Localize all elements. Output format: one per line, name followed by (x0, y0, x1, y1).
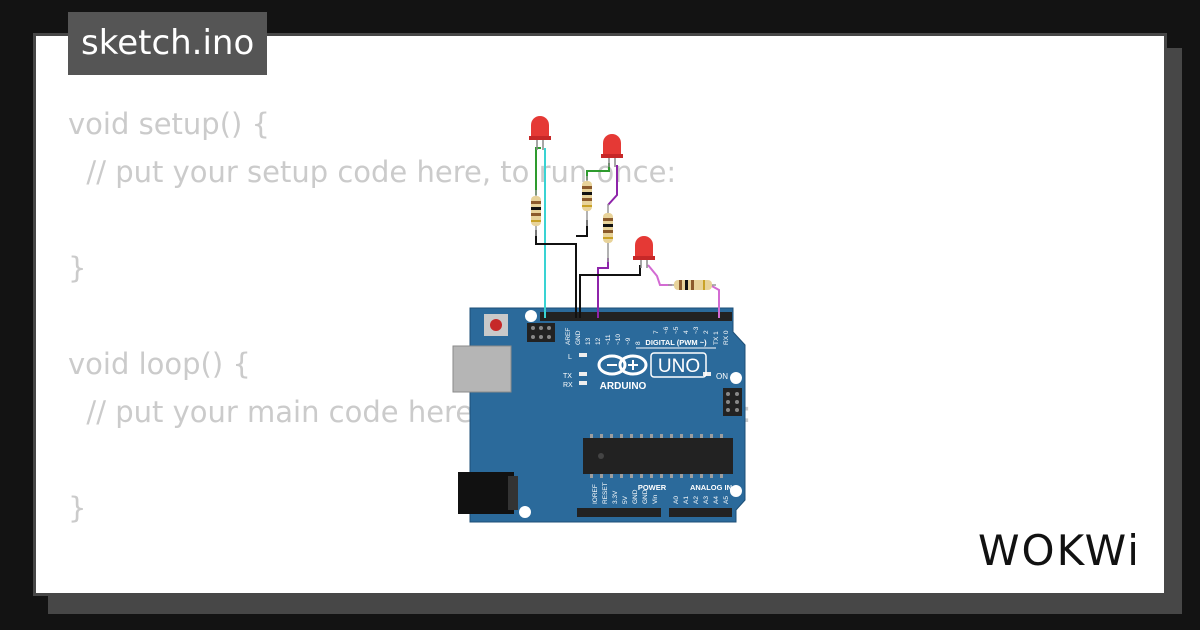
header-top-labels: AREF GND 13 12 ~11 ~10 ~9 8 7 ~6 ~5 4 ~3… (565, 326, 730, 345)
digital-label: DIGITAL (PWM ~) (645, 338, 707, 347)
pin-label: A1 (683, 496, 690, 504)
code-line: void setup() { (68, 107, 270, 141)
pin-label: IOREF (592, 484, 599, 504)
pin-label: TX 1 (713, 331, 720, 345)
uno-label: UNO (658, 356, 700, 377)
pin-label: 5V (622, 495, 629, 504)
wire-purple-high[interactable] (607, 165, 618, 206)
pin-label: A5 (723, 496, 730, 504)
resistor-2[interactable] (582, 176, 592, 226)
file-tab[interactable]: sketch.ino (68, 12, 268, 75)
circuit-diagram[interactable]: UNO ARDUINO DIGITAL (PWM ~) POWER ANALOG… (440, 105, 780, 535)
pin-label: A3 (703, 496, 710, 504)
pin-label: Vin (652, 494, 659, 504)
wokwi-logo-text: WOKWi (978, 526, 1141, 575)
pin-label: A0 (673, 496, 680, 504)
pin-label: A2 (693, 496, 700, 504)
wire-purple-low[interactable] (597, 258, 609, 318)
code-line: // put your setup code here, to run once… (68, 155, 677, 189)
wire-green-led2[interactable] (586, 163, 610, 180)
wire-pink-1[interactable] (647, 264, 672, 286)
pin-label: GND (632, 489, 639, 504)
atmega-chip (583, 438, 733, 474)
analog-label: ANALOG IN (690, 483, 732, 492)
usb-connector (452, 345, 512, 393)
pin-label: 12 (595, 337, 602, 345)
code-line: } (68, 491, 87, 525)
pin-label: GND (642, 489, 649, 504)
led-2[interactable] (601, 134, 623, 167)
pin-label: ~9 (625, 337, 632, 345)
pin-label: 3.3V (612, 490, 619, 504)
digital-header-right[interactable] (648, 312, 732, 321)
wire-black-1[interactable] (535, 230, 577, 318)
digital-header-left[interactable] (540, 312, 652, 321)
on-label: ON (716, 372, 728, 381)
pin-label: ~11 (605, 334, 612, 345)
led-3[interactable] (633, 236, 655, 268)
header-bottom-labels: IOREF RESET 3.3V 5V GND GND Vin A0 A1 A2… (592, 482, 730, 504)
pin-label: ~6 (663, 326, 670, 334)
power-jack (458, 472, 514, 514)
icsp-header-right (723, 388, 742, 416)
wire-green-led1[interactable] (535, 147, 541, 195)
pin-label: 7 (653, 330, 660, 334)
wire-pink-2[interactable] (709, 284, 720, 318)
arduino-uno-board[interactable]: UNO ARDUINO DIGITAL (PWM ~) POWER ANALOG… (452, 307, 746, 523)
rx-label: RX (563, 382, 573, 389)
wire-black-3[interactable] (579, 265, 641, 318)
pin-label: 2 (703, 330, 710, 334)
file-tab-label: sketch.ino (81, 23, 255, 63)
pin-label: ~10 (615, 334, 622, 345)
tx-label: TX (563, 373, 572, 380)
pin-label: AREF (565, 328, 572, 345)
resistor-3[interactable] (603, 204, 613, 262)
code-line: } (68, 251, 87, 285)
power-header[interactable] (577, 508, 661, 517)
icsp-header (527, 323, 555, 342)
resistor-1[interactable] (531, 190, 541, 236)
pin-label: ~5 (673, 326, 680, 334)
code-line: void loop() { (68, 347, 251, 381)
pin-label: 8 (635, 341, 642, 345)
led-1[interactable] (529, 116, 551, 150)
l-label: L (568, 354, 572, 361)
analog-header[interactable] (669, 508, 732, 517)
wokwi-logo: WOKWi (978, 526, 1141, 575)
pin-label: 4 (683, 330, 690, 334)
arduino-label: ARDUINO (600, 381, 647, 392)
resistor-4[interactable] (668, 280, 716, 290)
pin-label: ~3 (693, 326, 700, 334)
pin-label: 13 (585, 337, 592, 345)
pin-label: GND (575, 330, 582, 345)
pin-label: A4 (713, 496, 720, 504)
pin-label: RESET (602, 482, 609, 504)
pin-label: RX 0 (723, 330, 730, 345)
wire-black-2[interactable] (576, 220, 588, 237)
arduino-logo (597, 354, 648, 376)
power-label: POWER (638, 483, 667, 492)
wires (535, 147, 720, 318)
